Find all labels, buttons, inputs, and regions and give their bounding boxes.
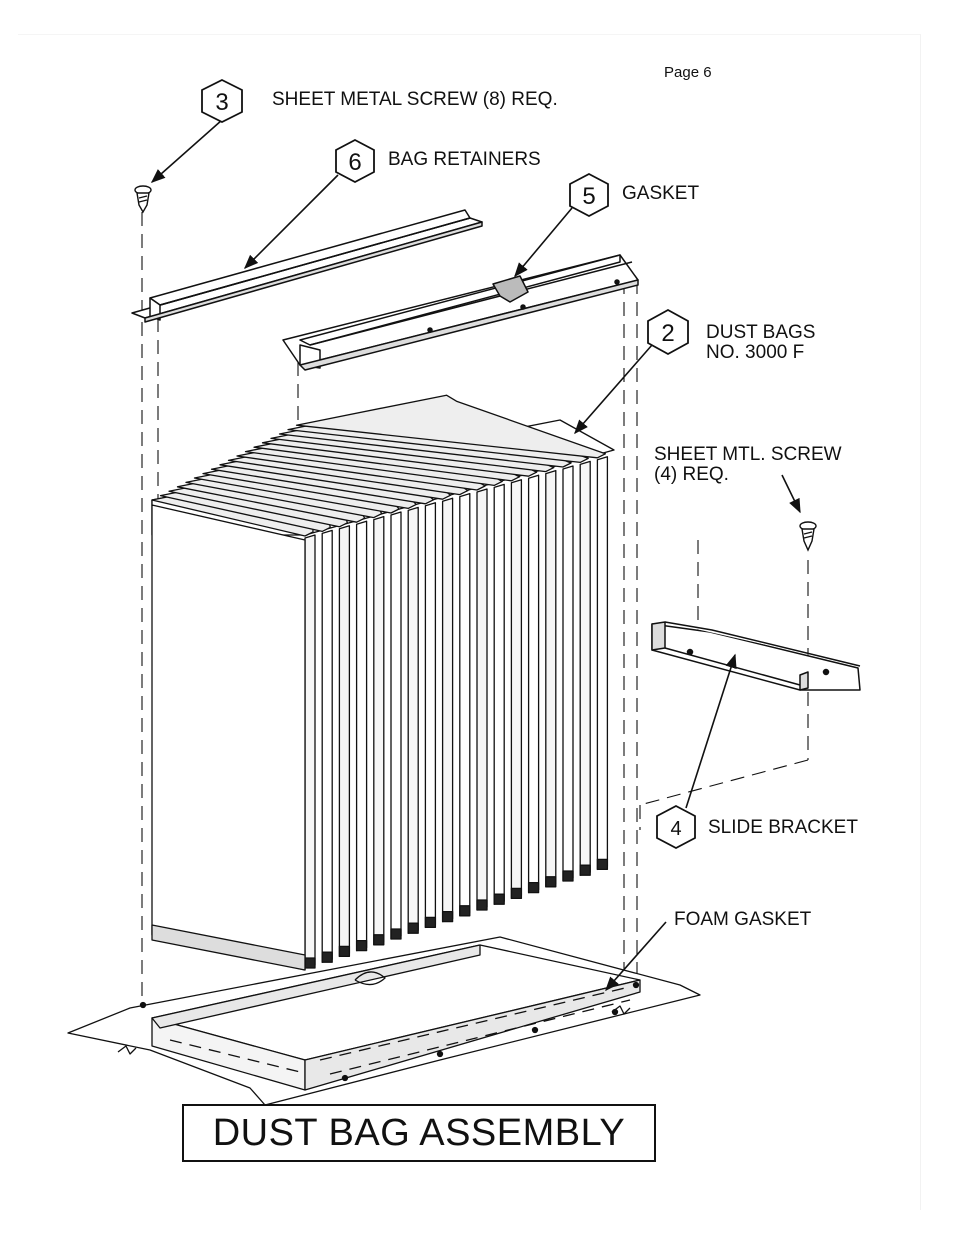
bag-front [597,457,607,870]
bag-bottom-cap [443,912,453,922]
bag-front [339,526,349,957]
bag-front [460,494,470,916]
bag-bottom-cap [580,865,590,875]
bag-bottom-cap [477,900,487,910]
slide-bracket [652,622,860,690]
bag-front [546,471,556,887]
bag-bottom-cap [408,923,418,933]
bag-bottom-cap [494,894,504,904]
bag-bottom-cap [546,877,556,887]
title-box: DUST BAG ASSEMBLY [182,1104,656,1162]
bag-front [443,498,453,921]
label-foam-gasket: FOAM GASKET [674,910,811,930]
bag-front [391,512,401,939]
bag-bottom-cap [460,906,470,916]
dust-bag-pack [152,395,614,970]
bag-front [425,503,435,928]
bag-bottom-cap [529,883,539,893]
bag-front [529,475,539,892]
bag-front [357,521,367,950]
bag-bottom-cap [511,888,521,898]
label-sheet-mtl-screw-qty: (4) REQ. [654,465,729,485]
bag-front [374,517,384,945]
diagram-title: DUST BAG ASSEMBLY [213,1112,626,1155]
label-dust-bags-number: NO. 3000 F [706,343,804,363]
sheet-metal-screw-right [800,522,816,550]
bag-bottom-cap [374,935,384,945]
bag-front [305,535,315,968]
bag-bottom-cap [357,941,367,951]
bag-front [322,530,332,962]
callout-number-5: 5 [582,183,595,210]
callout-number-2: 2 [661,320,674,347]
label-gasket: GASKET [622,184,699,204]
bag-front [494,484,504,904]
base-frame [68,937,700,1105]
bag-bottom-cap [425,917,435,927]
bag-front [563,466,573,881]
sheet-metal-screw-top [135,186,151,212]
label-sheet-metal-screw-8: SHEET METAL SCREW (8) REQ. [272,90,558,110]
bag-front [408,507,418,933]
bag-bottom-cap [597,859,607,869]
bag-bottom-cap [305,958,315,968]
bag-front [580,461,590,875]
label-sheet-mtl-screw: SHEET MTL. SCREW [654,445,842,465]
bag-bottom-cap [391,929,401,939]
bag-bottom-cap [322,952,332,962]
bag-bottom-cap [339,946,349,956]
callout-number-4: 4 [670,818,681,840]
gasket-channel [283,255,638,370]
bag-front [511,480,521,899]
bag-front [477,489,487,910]
label-bag-retainers: BAG RETAINERS [388,150,541,170]
callout-number-3: 3 [215,89,228,116]
bag-bottom-cap [563,871,573,881]
callout-number-6: 6 [348,149,361,176]
label-dust-bags: DUST BAGS [706,323,815,343]
label-slide-bracket: SLIDE BRACKET [708,818,858,838]
